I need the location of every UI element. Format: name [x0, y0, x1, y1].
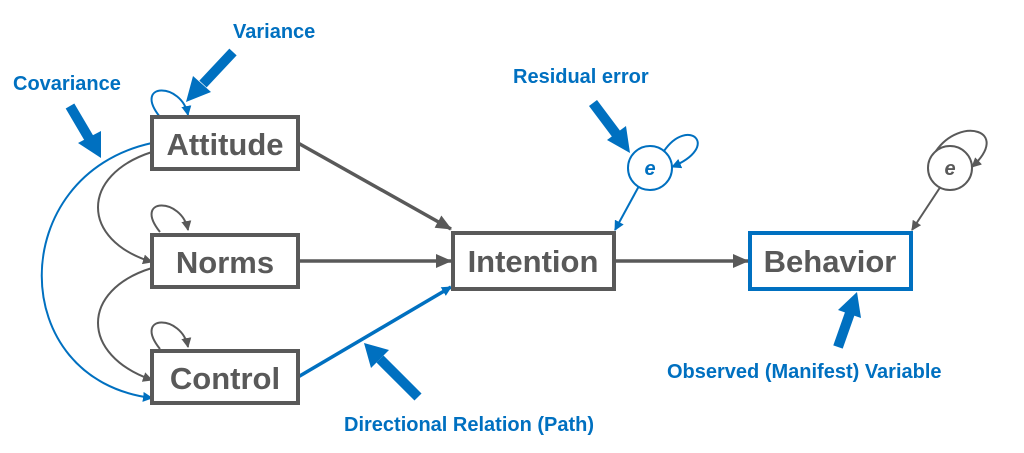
callout-arrow-residual [589, 100, 630, 153]
error-variance-loop-behavior [935, 129, 988, 168]
path-error-behavior [911, 185, 942, 231]
annotation-covariance: Covariance [13, 73, 121, 95]
callout-arrow-covariance [65, 103, 101, 158]
variance-loop-norms [150, 204, 192, 233]
variance-loop-attitude [150, 89, 192, 118]
callout-arrow-observed [833, 292, 861, 349]
annotation-observed-variable: Observed (Manifest) Variable [667, 361, 942, 383]
node-behavior: Behavior [748, 231, 913, 291]
node-attitude-label: Attitude [166, 127, 283, 162]
path-error-intention [614, 185, 640, 231]
error-circle-behavior [927, 145, 973, 191]
path-attitude-intention [297, 141, 452, 231]
covariance-norms-control [97, 260, 163, 382]
node-attitude: Attitude [150, 115, 300, 171]
path-control-intention [297, 285, 452, 379]
node-norms-label: Norms [176, 245, 274, 280]
annotation-variance: Variance [233, 21, 315, 43]
node-behavior-label: Behavior [764, 244, 897, 279]
error-variance-loop-intention [663, 133, 699, 169]
node-control: Control [150, 349, 300, 405]
callout-arrow-variance [186, 48, 237, 102]
covariance-attitude-control [40, 136, 162, 402]
annotation-directional-relation: Directional Relation (Path) [344, 414, 594, 436]
covariance-attitude-norms [97, 144, 163, 265]
callout-arrow-path [364, 343, 422, 401]
annotation-residual-error: Residual error [513, 66, 649, 88]
error-label-behavior: e [944, 158, 955, 180]
node-norms: Norms [150, 233, 300, 289]
variance-loop-control [150, 321, 192, 350]
node-intention: Intention [451, 231, 616, 291]
error-label-intention: e [644, 158, 655, 180]
node-control-label: Control [170, 361, 280, 396]
node-intention-label: Intention [468, 244, 599, 279]
